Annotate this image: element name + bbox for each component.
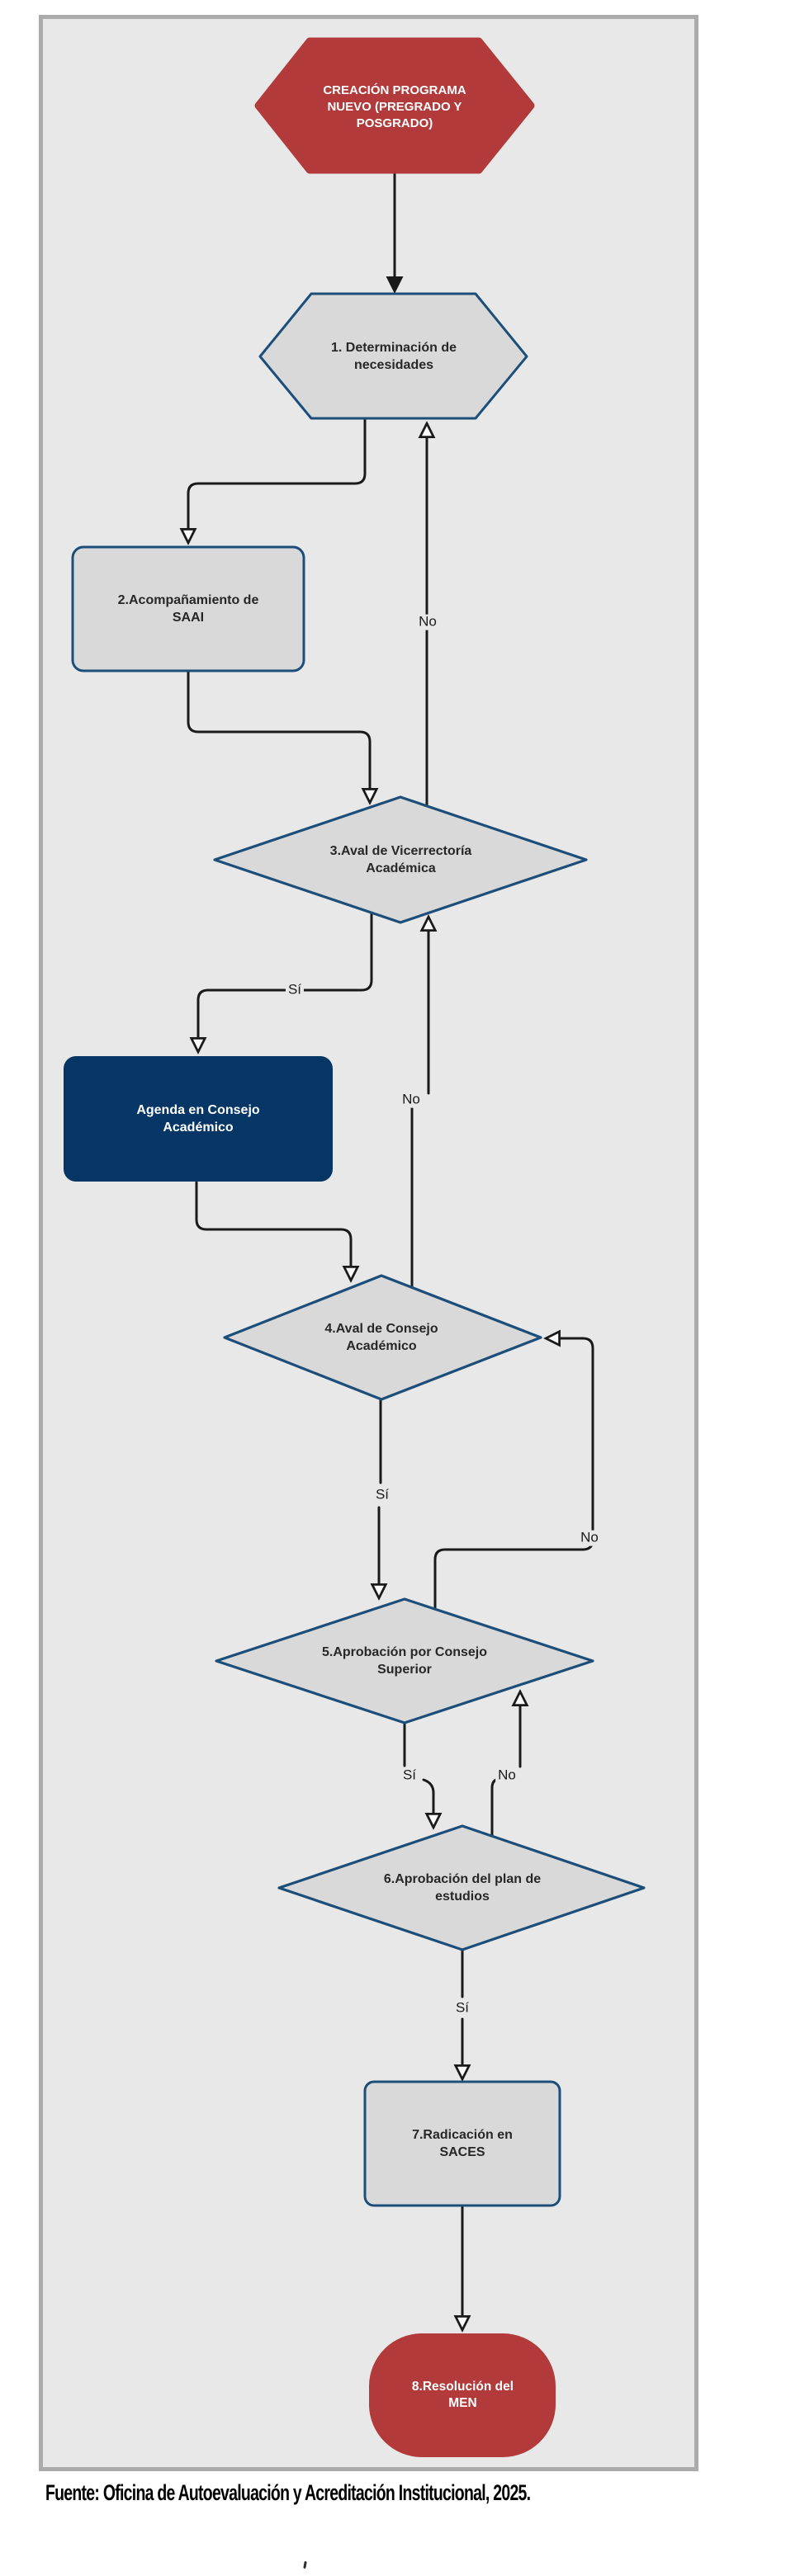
edge-agenda-to-step4 xyxy=(195,1181,351,1280)
step3-node-label: 3.Aval de Vicerrectoría Académica xyxy=(329,843,472,875)
edge-step6-no-lower xyxy=(490,1777,502,1838)
step4-node-label: 4.Aval de Consejo Académico xyxy=(324,1321,438,1353)
edge-step3-si-to-agenda xyxy=(198,909,373,1051)
edge-step2-to-step3 xyxy=(187,670,370,802)
edges xyxy=(187,168,594,2329)
edge-label-si-step6: Sí xyxy=(452,2000,472,2017)
step5-node-shape xyxy=(215,1597,594,1724)
end-node-label: 8.Resolución del MEN xyxy=(411,2379,514,2410)
step7-node-label: 7.Radicación en SACES xyxy=(412,2127,513,2159)
step2-node-label: 2.Acompañamiento de SAAI xyxy=(117,592,259,625)
step1-node-shape xyxy=(258,292,528,420)
edge-label-no-step6-to-step5: No xyxy=(495,1767,518,1784)
agenda-node-shape xyxy=(64,1056,333,1182)
step3-node-shape xyxy=(213,795,588,924)
edge-label-si-step4: Sí xyxy=(372,1487,392,1503)
step4-node-shape xyxy=(223,1274,542,1401)
edge-step1-to-step2 xyxy=(188,418,367,542)
step2-node-shape xyxy=(71,545,305,672)
edge-step5-si-to-step6 xyxy=(422,1778,433,1827)
start-node-label: CREACIÓN PROGRAMA NUEVO (PREGRADO Y POSG… xyxy=(323,83,466,130)
edge-label-si-step5: Sí xyxy=(400,1767,419,1784)
step5-node-label: 5.Aprobación por Consejo Superior xyxy=(321,1644,487,1677)
step6-node-label: 6.Aprobación del plan de estudios xyxy=(383,1871,542,1904)
step7-node-shape xyxy=(363,2080,561,2207)
edge-step5-no-to-step4 xyxy=(433,1338,594,1611)
edge-label-no-step4-to-step3: No xyxy=(400,1092,423,1108)
edge-label-no-step3-to-step1: No xyxy=(416,614,439,630)
end-node-shape xyxy=(369,2333,556,2457)
source-caption: Fuente: Oficina de Autoevaluación y Acre… xyxy=(45,2480,531,2505)
edge-label-no-step5-to-step4: No xyxy=(578,1530,601,1546)
flowchart-canvas xyxy=(39,15,698,2471)
edge-label-si-step3: Sí xyxy=(285,982,305,998)
start-node-shape xyxy=(254,37,535,174)
step6-node-shape xyxy=(277,1824,646,1951)
nodes xyxy=(64,37,646,2457)
step1-node-label: 1. Determinación de necesidades xyxy=(330,340,457,372)
agenda-node-label: Agenda en Consejo Académico xyxy=(136,1102,260,1135)
